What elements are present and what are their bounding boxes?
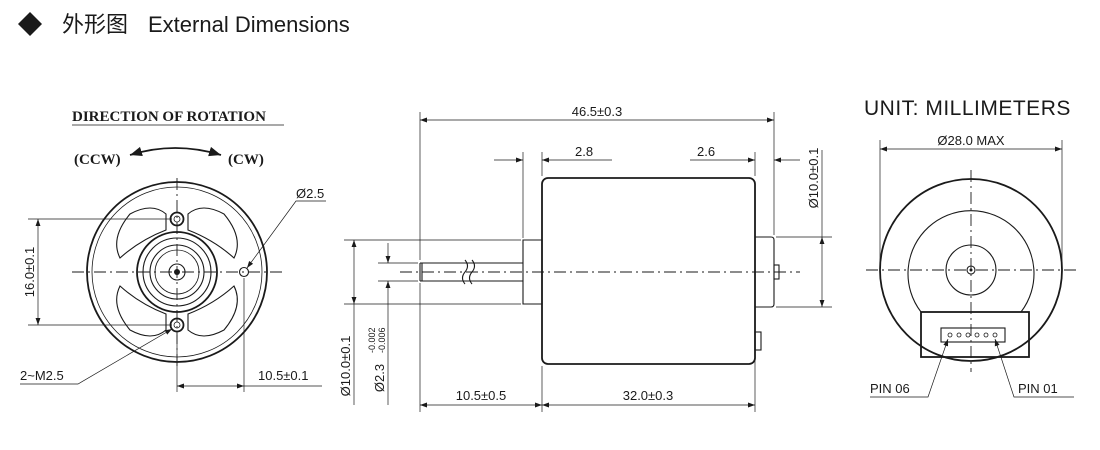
rear-view: UNIT: MILLIMETERS Ø28.0 MAX PIN 06 PIN 0… (864, 97, 1078, 398)
height-label: 16.0±0.1 (22, 247, 37, 298)
rotation-arrow (129, 146, 222, 157)
hole-dia-label: Ø2.5 (296, 186, 324, 201)
shaft-tol-upper: -0.002 (367, 327, 377, 353)
title-cn: 外形图 (62, 12, 128, 37)
ccw-label: (CCW) (74, 152, 121, 168)
body-length-label: 32.0±0.3 (623, 388, 674, 403)
pin-01-label: PIN 01 (1018, 381, 1058, 396)
title-en: External Dimensions (148, 12, 350, 37)
boss-dia-label: Ø10.0±0.1 (806, 148, 821, 209)
shaft-dia-label: Ø2.3 (372, 364, 387, 392)
shaft-tol-lower: -0.006 (377, 327, 387, 353)
front-view: DIRECTION OF ROTATION (CCW) (CW) Ø2.5 (20, 109, 326, 392)
diamond-icon (18, 12, 42, 36)
shaft-length-label: 10.5±0.5 (456, 388, 507, 403)
left-step-label: 2.8 (575, 144, 593, 159)
overall-length-label: 46.5±0.3 (572, 104, 623, 119)
rear-diameter-label: Ø28.0 MAX (937, 133, 1005, 148)
side-view: 46.5±0.3 2.8 2.6 Ø10.0±0.1 Ø10.0±0.1 Ø2.… (338, 104, 832, 412)
rotation-title: DIRECTION OF ROTATION (72, 109, 266, 125)
offset-label: 10.5±0.1 (258, 368, 309, 383)
left-boss-dia-label: Ø10.0±0.1 (338, 336, 353, 397)
pin-06-label: PIN 06 (870, 381, 910, 396)
cw-label: (CW) (228, 152, 264, 168)
right-step-label: 2.6 (697, 144, 715, 159)
screws-label: 2~M2.5 (20, 368, 64, 383)
page-header: 外形图 External Dimensions (18, 12, 350, 37)
unit-label: UNIT: MILLIMETERS (864, 97, 1071, 120)
